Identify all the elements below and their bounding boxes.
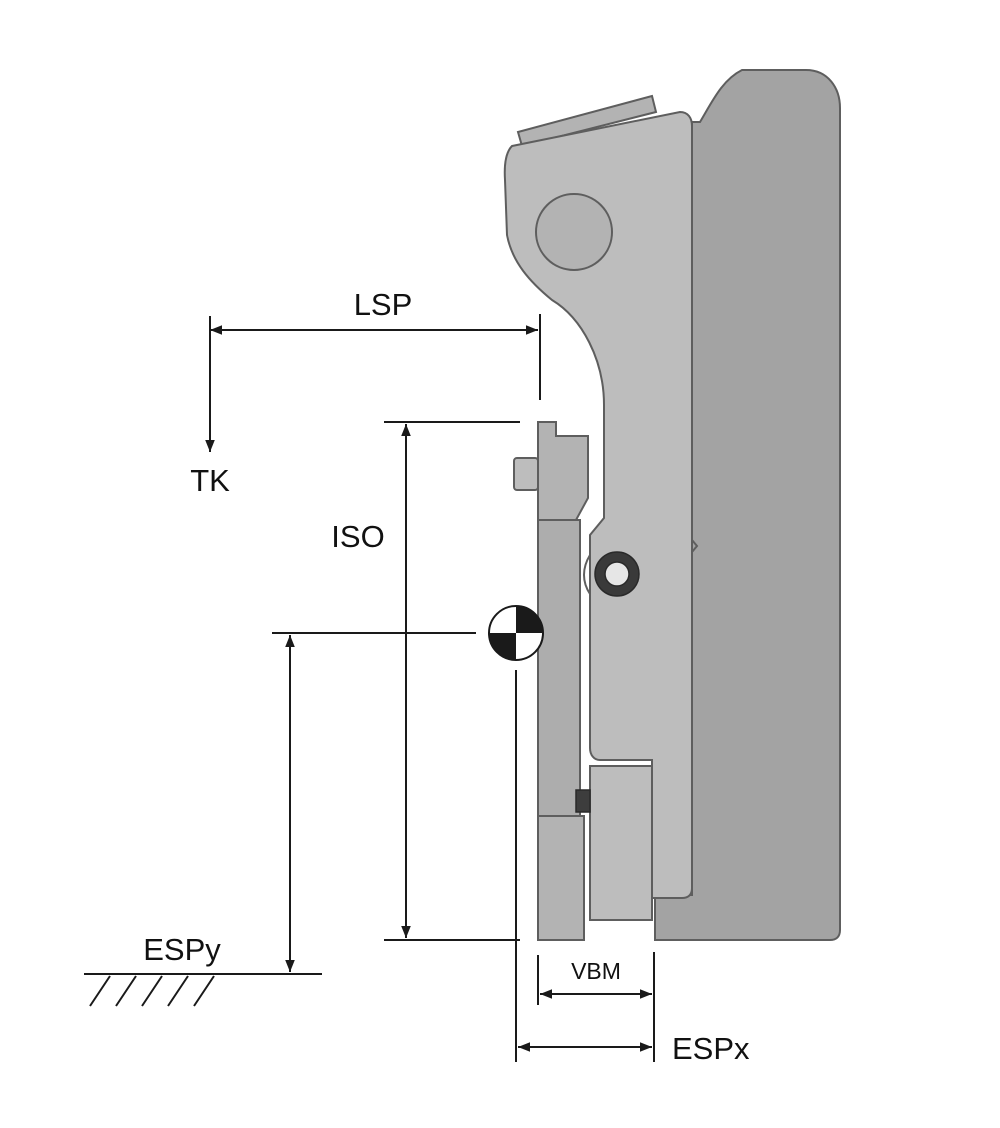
center-of-gravity-icon [488, 605, 544, 661]
vbm-label: VBM [571, 958, 621, 984]
espy-label: ESPy [143, 932, 221, 967]
clamp-block [589, 765, 653, 921]
espx-label: ESPx [672, 1031, 750, 1066]
dimension-lines [205, 325, 652, 1052]
roller-inner [604, 561, 630, 587]
finger-plate [537, 519, 581, 817]
finger-stub [513, 457, 539, 491]
extension-lines [209, 314, 655, 1062]
top-cover-plate [516, 94, 658, 148]
lsp-label: LSP [354, 287, 413, 322]
mounting-frame [654, 69, 841, 941]
jaw-arm [503, 110, 693, 899]
screw-detail [575, 789, 591, 813]
gripper-body [503, 69, 841, 941]
tk-label: TK [190, 463, 230, 498]
finger-upper-block [537, 421, 589, 521]
finger-lower-block [537, 815, 585, 941]
pivot-pin [535, 193, 613, 271]
ground-hatch-icon [84, 973, 322, 1007]
iso-label: ISO [331, 519, 384, 554]
